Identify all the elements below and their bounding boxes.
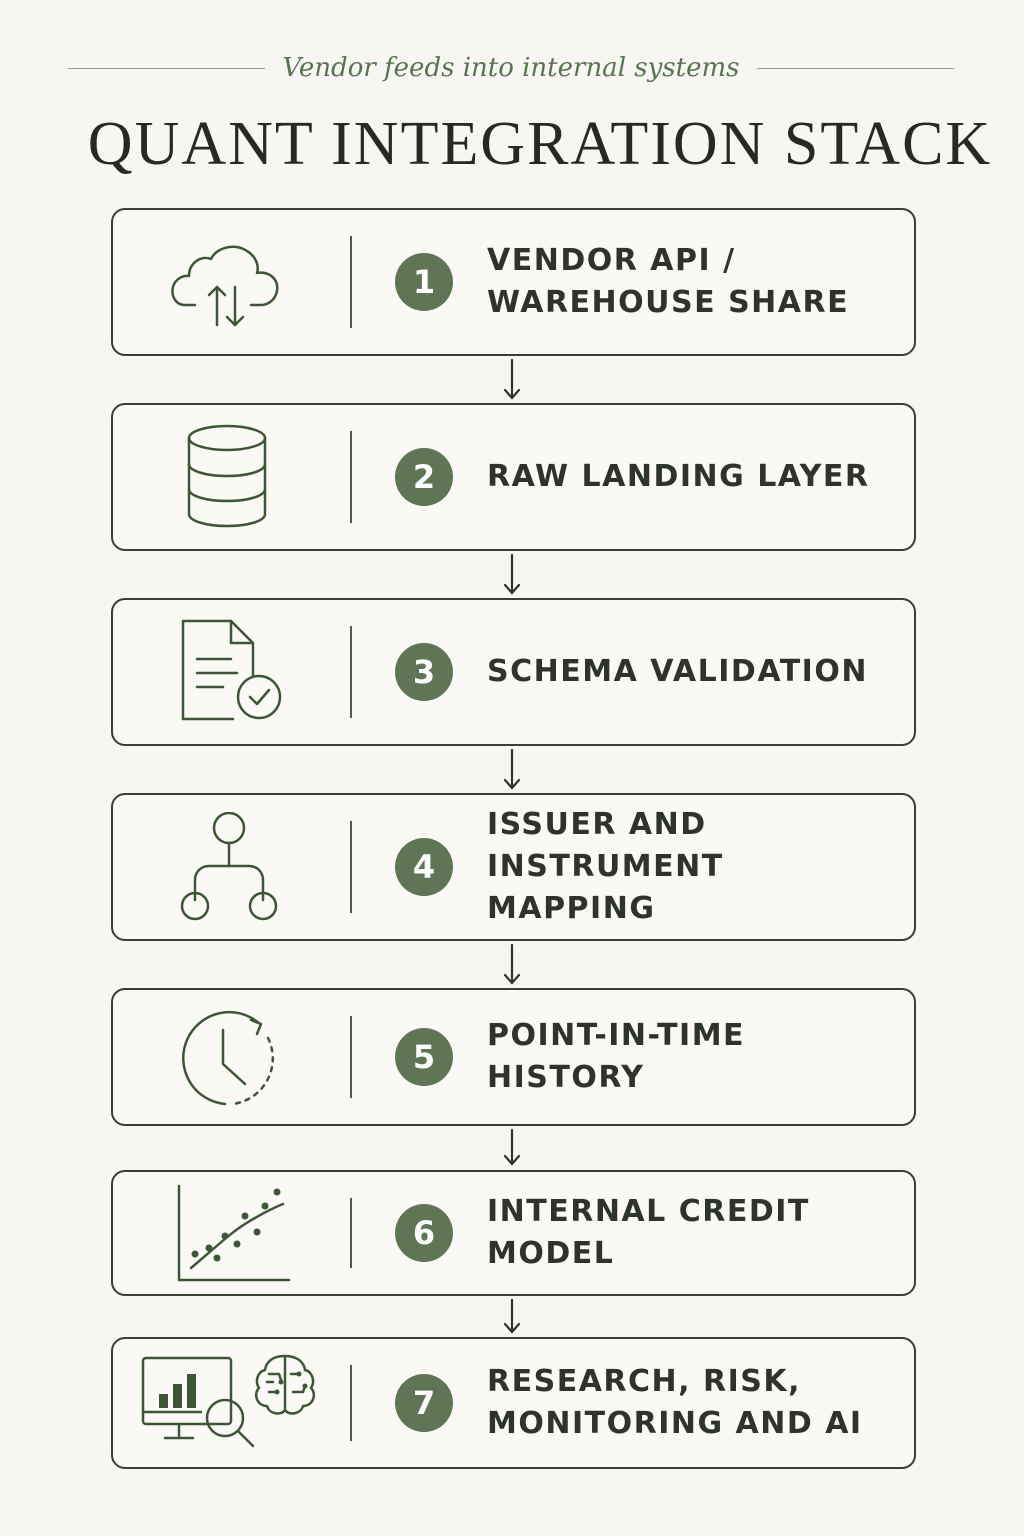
step-label-line: WAREHOUSE SHARE	[487, 285, 850, 320]
step-number-badge: 4	[395, 838, 453, 896]
step-label: VENDOR API / WAREHOUSE SHARE	[487, 240, 894, 324]
document-check-icon	[165, 617, 295, 727]
cloud-upload-download-icon	[165, 227, 295, 337]
page-title: QUANT INTEGRATION STACK	[87, 110, 993, 178]
card-divider	[350, 1198, 352, 1268]
step-label: POINT-IN-TIME HISTORY	[487, 1015, 894, 1099]
step-number-badge: 3	[395, 643, 453, 701]
step-label: ISSUER AND INSTRUMENT MAPPING	[487, 804, 894, 930]
step-number-badge: 5	[395, 1028, 453, 1086]
scatter-trend-icon	[165, 1178, 295, 1288]
step-label-line: POINT-IN-TIME HISTORY	[487, 1018, 746, 1095]
step-label-line: INSTRUMENT MAPPING	[487, 849, 724, 926]
step-label-line: RESEARCH, RISK,	[487, 1364, 801, 1399]
down-arrow-icon	[501, 1298, 523, 1336]
down-arrow-icon	[501, 748, 523, 792]
step-label: INTERNAL CREDIT MODEL	[487, 1191, 894, 1275]
step-card-5: 5 POINT-IN-TIME HISTORY	[111, 988, 916, 1126]
subtitle-row: Vendor feeds into internal systems	[68, 44, 955, 92]
step-label-line: VENDOR API /	[487, 243, 736, 278]
step-number-badge: 6	[395, 1204, 453, 1262]
card-divider	[350, 236, 352, 328]
step-label-line: SCHEMA VALIDATION	[487, 654, 868, 689]
step-number-badge: 7	[395, 1374, 453, 1432]
step-label-line: RAW LANDING LAYER	[487, 459, 870, 494]
step-card-1: 1 VENDOR API / WAREHOUSE SHARE	[111, 208, 916, 356]
subtitle-left-rule	[68, 67, 265, 69]
step-card-6: 6 INTERNAL CREDIT MODEL	[111, 1170, 916, 1296]
down-arrow-icon	[501, 553, 523, 597]
step-number-badge: 2	[395, 448, 453, 506]
step-card-7: 7 RESEARCH, RISK, MONITORING AND AI	[111, 1337, 916, 1469]
step-card-3: 3 SCHEMA VALIDATION	[111, 598, 916, 746]
step-label: RESEARCH, RISK, MONITORING AND AI	[487, 1361, 894, 1445]
card-divider	[350, 626, 352, 718]
card-divider	[350, 821, 352, 913]
step-number-badge: 1	[395, 253, 453, 311]
down-arrow-icon	[501, 943, 523, 987]
step-card-2: 2 RAW LANDING LAYER	[111, 403, 916, 551]
step-label-line: INTERNAL CREDIT MODEL	[487, 1194, 810, 1271]
hierarchy-icon	[165, 812, 295, 922]
step-label-line: MONITORING AND AI	[487, 1406, 863, 1441]
card-divider	[350, 1016, 352, 1098]
database-icon	[165, 422, 295, 532]
step-label-line: ISSUER AND	[487, 807, 707, 842]
step-label: RAW LANDING LAYER	[487, 456, 894, 498]
step-card-4: 4 ISSUER AND INSTRUMENT MAPPING	[111, 793, 916, 941]
down-arrow-icon	[501, 358, 523, 402]
clock-history-icon	[165, 1002, 295, 1112]
step-label: SCHEMA VALIDATION	[487, 651, 894, 693]
subtitle-right-rule	[757, 67, 955, 69]
card-divider	[350, 431, 352, 523]
monitor-search-brain-icon	[139, 1348, 319, 1458]
card-divider	[350, 1365, 352, 1441]
down-arrow-icon	[501, 1128, 523, 1168]
subtitle: Vendor feeds into internal systems	[282, 53, 740, 83]
